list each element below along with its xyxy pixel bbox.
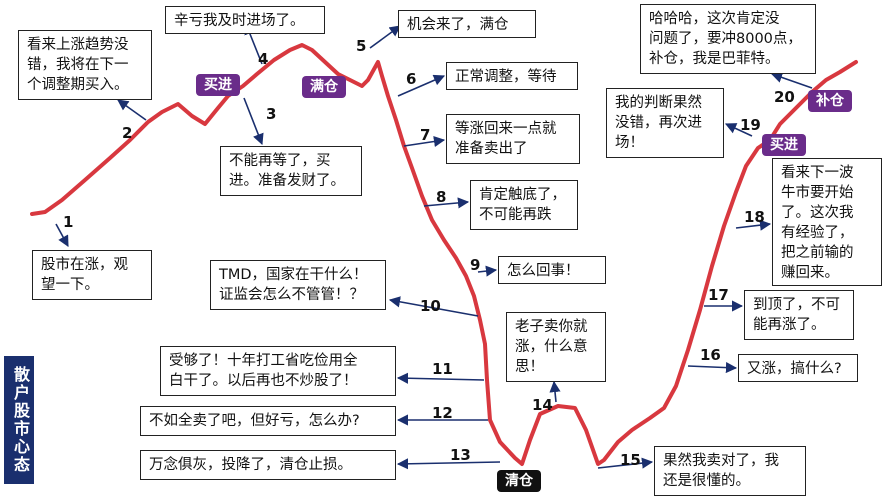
- callout-15: 果然我卖对了，我 还是很懂的。: [654, 446, 806, 496]
- stage-number-6: 6: [406, 70, 417, 88]
- stage-number-10: 10: [420, 297, 441, 315]
- stage-number-20: 20: [774, 88, 795, 106]
- callout-arrow-20: [770, 72, 813, 89]
- callout-arrow-13: [396, 458, 501, 470]
- callout-12: 不如全卖了吧，但好亏，怎么办?: [140, 406, 396, 436]
- callout-10: TMD，国家在干什么！ 证监会怎么不管管！？: [210, 260, 386, 310]
- tag-add-position: 补仓: [808, 90, 852, 112]
- stage-number-18: 18: [744, 208, 765, 226]
- callout-16: 又涨，搞什么?: [738, 354, 858, 382]
- callout-20: 哈哈哈，这次肯定没 问题了，要冲8000点， 补仓，我是巴菲特。: [640, 4, 816, 74]
- stage-number-8: 8: [436, 188, 447, 206]
- stage-number-11: 11: [432, 360, 453, 378]
- callout-5: 机会来了，满仓: [398, 10, 536, 38]
- callout-1: 股市在涨，观 望一下。: [32, 250, 152, 300]
- callout-14: 老子卖你就 涨，什么意 思！: [506, 312, 606, 382]
- callout-11: 受够了！十年打工省吃俭用全 白干了。以后再也不炒股了！: [160, 346, 396, 396]
- callout-arrows: [55, 22, 813, 470]
- callout-arrow-11: [396, 372, 485, 384]
- callout-arrow-8: [423, 197, 470, 209]
- callout-arrow-19: [724, 123, 753, 137]
- stage-number-16: 16: [700, 346, 721, 364]
- stage-number-17: 17: [708, 286, 729, 304]
- stage-number-7: 7: [420, 126, 431, 144]
- stage-number-9: 9: [470, 256, 481, 274]
- stage-number-14: 14: [532, 396, 553, 414]
- tag-clear-position: 清仓: [497, 470, 541, 492]
- tag-buy-2: 买进: [762, 134, 806, 156]
- stage-number-13: 13: [450, 446, 471, 464]
- stage-number-4: 4: [258, 50, 269, 68]
- callout-19: 我的判断果然 没错，再次进 场！: [606, 88, 724, 158]
- stage-number-2: 2: [122, 124, 133, 142]
- callout-arrow-7: [403, 135, 446, 148]
- stage-number-3: 3: [266, 105, 277, 123]
- callout-arrow-1: [55, 223, 69, 247]
- stage-number-19: 19: [740, 116, 761, 134]
- callout-arrow-15: [597, 457, 654, 469]
- callout-18: 看来下一波 牛市要开始 了。这次我 有经验了， 把之前输的 赚回来。: [772, 158, 882, 286]
- callout-17: 到顶了，不可 能再涨了。: [744, 290, 854, 340]
- callout-6: 正常调整，等待: [446, 62, 578, 90]
- callout-7: 等涨回来一点就 准备卖出了: [446, 114, 580, 164]
- callout-3: 不能再等了，买 进。准备发财了。: [220, 146, 362, 196]
- stage-number-15: 15: [620, 451, 641, 469]
- callout-13: 万念俱灰，投降了，清仓止损。: [140, 450, 396, 480]
- callout-arrow-3: [243, 97, 264, 146]
- callout-arrow-6: [397, 74, 446, 97]
- callout-2: 看来上涨趋势没 错，我将在下一 个调整期买入。: [18, 30, 152, 100]
- callout-arrow-2: [117, 99, 147, 121]
- callout-arrow-18: [735, 219, 772, 231]
- diagram-title: 散户股市心态: [4, 356, 34, 484]
- tag-buy-1: 买进: [196, 74, 240, 96]
- callout-arrow-14: [549, 380, 561, 403]
- tag-full-position: 满仓: [302, 76, 346, 98]
- callout-arrow-10: [388, 296, 479, 317]
- callout-4: 辛亏我及时进场了。: [165, 6, 325, 34]
- callout-arrow-9: [477, 265, 498, 277]
- callout-arrow-5: [369, 25, 401, 49]
- callout-9: 怎么回事！: [498, 256, 606, 284]
- stage-number-5: 5: [356, 37, 367, 55]
- stage-number-1: 1: [63, 213, 74, 231]
- price-curve: [30, 43, 858, 466]
- stage-number-12: 12: [432, 404, 453, 422]
- callout-arrow-16: [687, 361, 738, 374]
- callout-8: 肯定触底了， 不可能再跌: [470, 180, 578, 230]
